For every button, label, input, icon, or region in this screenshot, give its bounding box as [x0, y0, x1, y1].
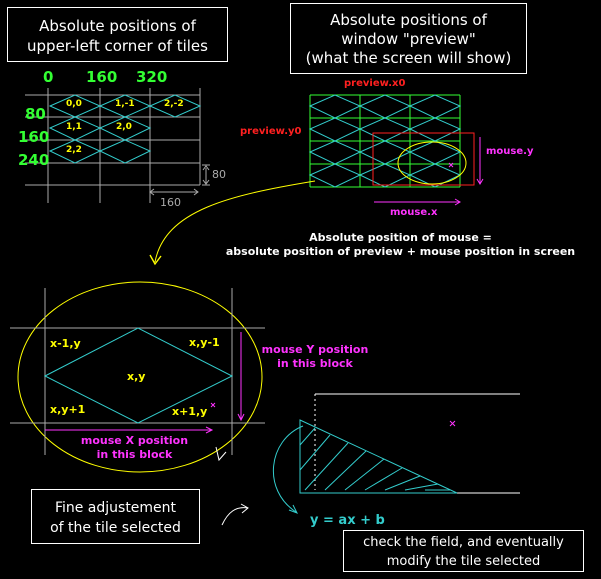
fine-adjust-box: Fine adjustement of the tile selected: [31, 489, 200, 544]
block-mouse-x-caption: mouse X position in this block: [72, 434, 197, 462]
preview-mouse-arrows: [374, 137, 484, 206]
block-mouse-y-line2: in this block: [277, 357, 353, 370]
row-label-160: 160: [18, 128, 50, 146]
zoom-arrow: [149, 180, 316, 266]
block-label-bottom-left: x,y+1: [50, 403, 86, 416]
dim-label-width: 160: [160, 196, 181, 209]
block-mouse-arrows: [45, 332, 245, 434]
window-title-line1: Absolute positions of: [330, 11, 487, 29]
fine-adjust-line1: Fine adjustement: [54, 500, 177, 516]
field-check-diagram: [273, 393, 520, 514]
window-title-box: Absolute positions of window "preview" (…: [290, 3, 527, 74]
formula-caption: Absolute position of mouse = absolute po…: [200, 231, 601, 259]
tile-label-2-0: 2,0: [116, 122, 132, 132]
col-label-320: 320: [136, 68, 168, 86]
check-field-box: check the field, and eventually modify t…: [343, 530, 584, 572]
field-hatching: [299, 427, 450, 491]
block-label-bottom-right: x+1,y: [172, 405, 208, 418]
block-label-center: x,y: [127, 370, 146, 383]
tile-diamonds: [48, 94, 202, 164]
block-pointer-arrow: [215, 446, 227, 462]
tile-label-1-1: 1,1: [66, 122, 82, 132]
field-triangle: [299, 419, 458, 494]
preview-red-frame: [372, 132, 475, 186]
tile-label-2-m2: 2,-2: [164, 99, 184, 109]
col-label-160: 160: [86, 68, 118, 86]
preview-y0-label: preview.y0: [240, 126, 302, 137]
window-title-line3: (what the screen will show): [305, 49, 512, 67]
block-mouse-x-line2: in this block: [96, 448, 173, 461]
tile-grid-lines: [25, 88, 201, 203]
dimension-marks: [149, 164, 210, 196]
block-ellipse: [17, 281, 263, 473]
preview-diagram: [308, 94, 484, 206]
tile-grid: [25, 88, 210, 203]
block-mouse-y-line1: mouse Y position: [261, 343, 369, 356]
field-curve-arrowhead: [288, 504, 299, 514]
tile-label-1-m1: 1,-1: [115, 99, 135, 109]
tiles-title-box: Absolute positions of upper-left corner …: [7, 7, 228, 62]
fine-adjust-line2: of the tile selected: [50, 520, 181, 536]
mouse-x-label: mouse.x: [390, 207, 438, 218]
equation-label: y = ax + b: [310, 513, 385, 528]
col-label-0: 0: [43, 68, 54, 86]
check-field-line1: check the field, and eventually: [363, 535, 564, 550]
field-cursor-mark: [449, 420, 456, 427]
mouse-y-label: mouse.y: [486, 146, 534, 157]
window-title-line2: window "preview": [341, 30, 476, 48]
formula-line2: absolute position of preview + mouse pos…: [225, 245, 576, 258]
tiles-title-line2: upper-left corner of tiles: [27, 37, 208, 55]
block-diamond: [43, 327, 234, 424]
preview-mouse-ellipse: [397, 141, 467, 185]
tile-label-2-2: 2,2: [66, 145, 82, 155]
formula-line1: Absolute position of mouse =: [309, 231, 492, 244]
check-field-line2: modify the tile selected: [386, 554, 541, 569]
field-curve-arrow: [273, 425, 304, 513]
tiles-title-line1: Absolute positions of: [39, 17, 196, 35]
block-mouse-y-caption: mouse Y position in this block: [254, 343, 376, 371]
preview-x0-label: preview.x0: [344, 78, 406, 89]
fine-arrow: [221, 503, 249, 526]
block-label-top-left: x-1,y: [50, 337, 81, 350]
block-diagram: [10, 281, 265, 473]
row-label-240: 240: [18, 151, 50, 169]
dim-label-height: 80: [212, 168, 226, 181]
block-label-top-right: x,y-1: [189, 336, 220, 349]
tile-label-0-0: 0,0: [66, 99, 82, 109]
block-mouse-x-line1: mouse X position: [80, 434, 189, 447]
row-label-80: 80: [25, 105, 46, 123]
